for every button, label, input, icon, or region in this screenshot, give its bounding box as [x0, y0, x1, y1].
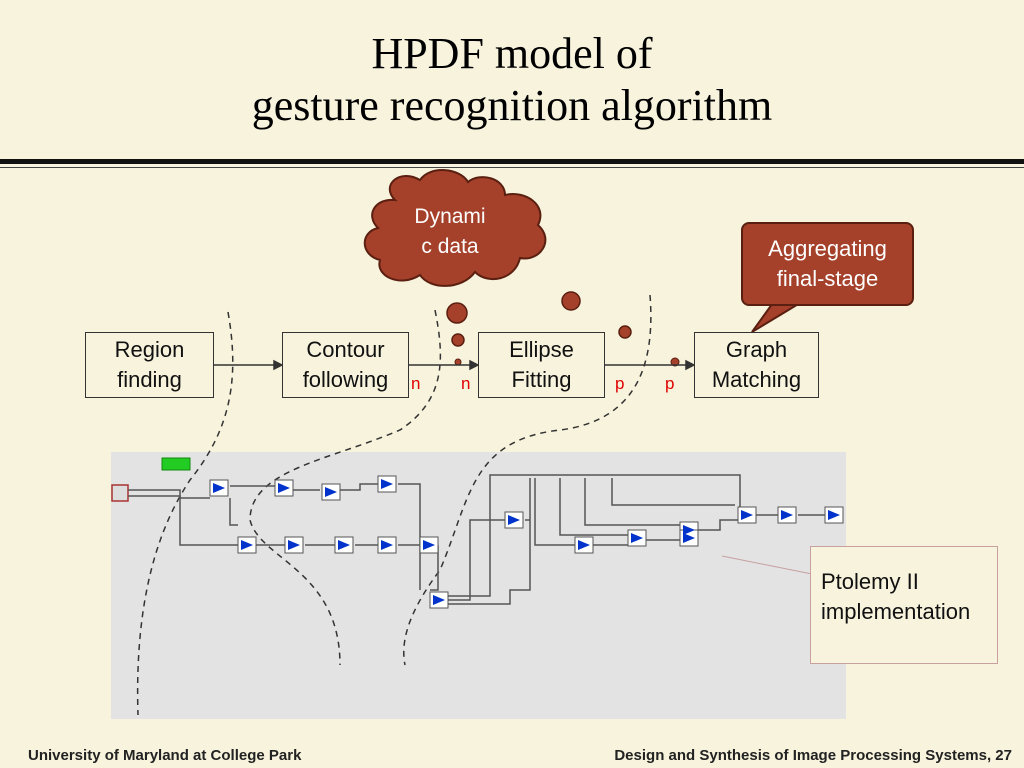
- dynamic-data-label: Dynami c data: [414, 205, 486, 258]
- title-line-1: HPDF model of: [371, 29, 653, 78]
- actor-graph-matching: Graph Matching: [694, 332, 819, 398]
- ptolemy-note-label: Ptolemy II implementation: [821, 569, 971, 624]
- ptolemy-note: Ptolemy II implementation: [810, 546, 998, 664]
- partition-lines: [136, 294, 652, 716]
- title-line-2: gesture recognition algorithm: [251, 81, 773, 130]
- footer-right: Design and Synthesis of Image Processing…: [614, 747, 1012, 764]
- actor-graph-matching-label: Graph Matching: [711, 337, 802, 392]
- actor-contour-following: Contour following: [282, 332, 409, 398]
- rate-ellipse-in: n: [461, 374, 471, 393]
- title-divider-thin: [0, 167, 1024, 168]
- bubble-3: [454, 358, 462, 366]
- bubble-1: [446, 302, 468, 324]
- director-icon: [161, 457, 191, 471]
- rate-graph-in: p: [665, 374, 675, 393]
- slide-title: HPDF model of gesture recognition algori…: [0, 28, 1024, 132]
- bubble-4: [561, 291, 581, 311]
- bubble-6: [670, 357, 680, 367]
- actor-region-finding-label: Region finding: [114, 337, 185, 392]
- source-actor: [111, 484, 129, 502]
- ptolemy-actor-icons: [209, 475, 844, 609]
- aggregating-callout: Aggregating final-stage: [741, 222, 914, 306]
- bubble-2: [451, 333, 465, 347]
- footer-left: University of Maryland at College Park: [28, 747, 302, 764]
- title-divider: [0, 159, 1024, 164]
- ptolemy-actor-glyphs: [213, 479, 840, 605]
- ptolemy-schematic: [111, 457, 844, 609]
- actor-ellipse-fitting: Ellipse Fitting: [478, 332, 605, 398]
- bubble-5: [618, 325, 632, 339]
- dynamic-data-cloud: [363, 169, 547, 287]
- ptolemy-pointer: [721, 555, 813, 575]
- ptolemy-screenshot: [111, 452, 846, 719]
- actor-region-finding: Region finding: [85, 332, 214, 398]
- actor-contour-following-label: Contour following: [302, 337, 389, 392]
- rate-contour-out: n: [411, 374, 421, 393]
- rate-ellipse-out: p: [615, 374, 625, 393]
- actor-ellipse-fitting-label: Ellipse Fitting: [509, 337, 574, 392]
- dataflow-arrows: [214, 359, 696, 371]
